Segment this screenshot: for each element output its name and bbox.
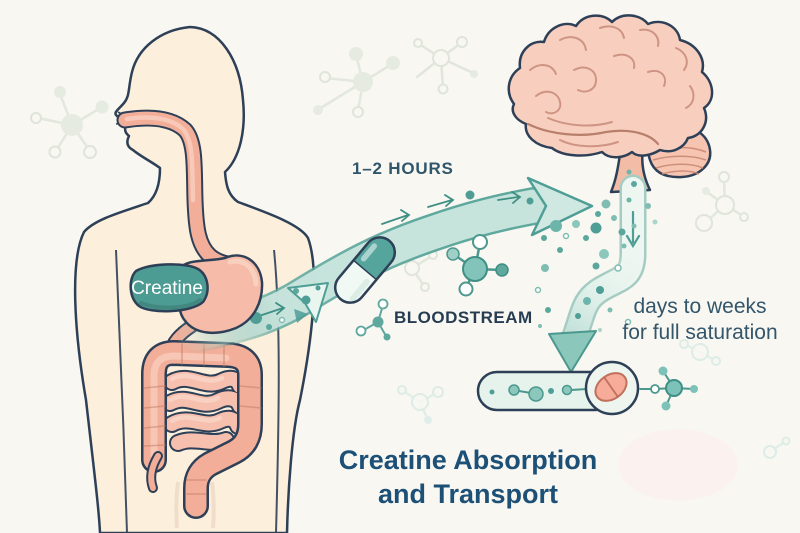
brain-icon — [507, 14, 714, 194]
capsule-icon — [333, 236, 397, 304]
muscle-vessel-icon — [476, 360, 698, 416]
saturation-line1: days to weeks — [633, 295, 767, 318]
saturation-label: days to weeks for full saturation — [600, 294, 800, 346]
bloodstream-molecule-icon — [355, 298, 391, 341]
title-line2: and Transport — [377, 479, 559, 509]
saturation-line2: for full saturation — [622, 321, 778, 344]
muscle-molecule-icon — [639, 366, 698, 411]
page-title: Creatine Absorption and Transport — [303, 443, 633, 511]
organ-badge-label: Creatine — [131, 278, 203, 299]
title-line1: Creatine Absorption — [338, 445, 598, 475]
intestines-icon — [141, 340, 263, 519]
creatine-particles-brain — [534, 169, 658, 332]
brain-gyri — [529, 25, 695, 148]
bloodstream-label: BLOODSTREAM — [394, 308, 533, 327]
bloodstream-channel-icon — [548, 174, 647, 373]
background-pink-blob — [618, 429, 738, 501]
creatine-badge — [129, 263, 209, 313]
arrowhead-to-brain — [526, 176, 594, 237]
duration-label: 1–2 HOURS — [352, 159, 454, 178]
molecule-icon — [446, 234, 509, 297]
